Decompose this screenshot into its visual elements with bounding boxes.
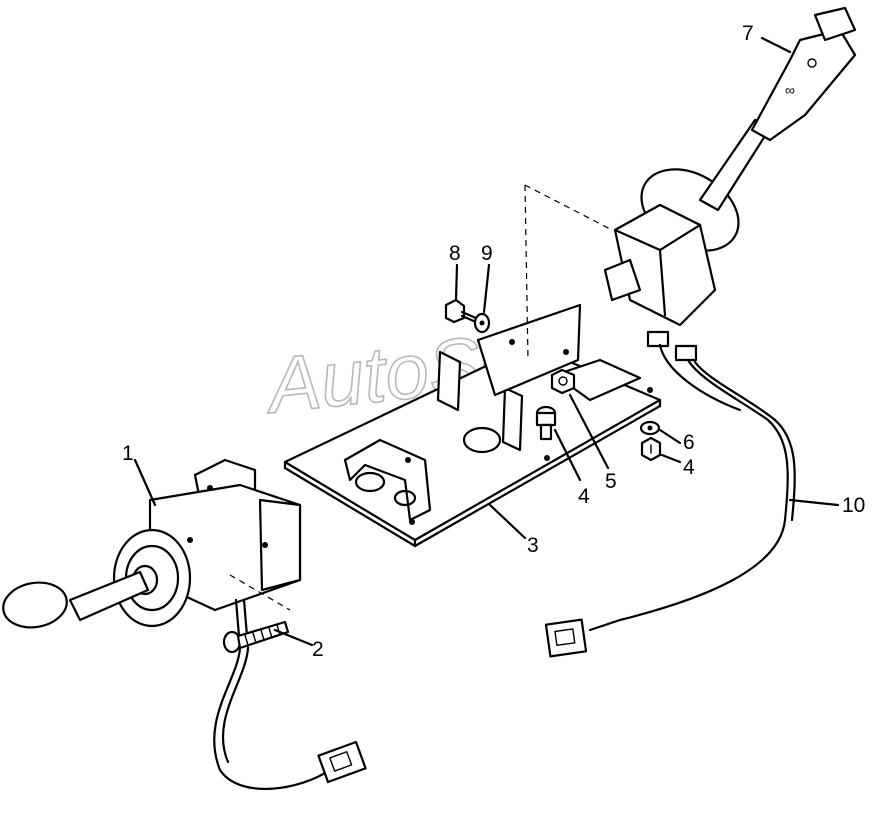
callout-8: 8	[449, 242, 461, 265]
nut	[550, 368, 576, 395]
long-screw	[222, 620, 290, 654]
callout-1: 1	[122, 442, 134, 465]
leader-lines	[133, 36, 840, 647]
callout-4-plate: 4	[578, 485, 590, 508]
callout-10: 10	[842, 494, 865, 517]
callout-3: 3	[527, 534, 539, 557]
callout-9: 9	[481, 242, 493, 265]
callout-4-right: 4	[683, 456, 695, 479]
callout-5: 5	[605, 470, 617, 493]
bolt-on-plate	[535, 405, 557, 441]
wiper-switch-assembly: ∞	[524, 6, 857, 658]
light-switch-assembly	[2, 458, 367, 790]
callout-7: 7	[742, 22, 754, 45]
washer-and-bolt-right	[639, 420, 662, 462]
mounting-plate	[283, 343, 662, 548]
callout-6: 6	[683, 431, 695, 454]
svg-text:∞: ∞	[785, 82, 795, 98]
callout-2: 2	[312, 638, 324, 661]
shim-plate	[476, 303, 582, 397]
